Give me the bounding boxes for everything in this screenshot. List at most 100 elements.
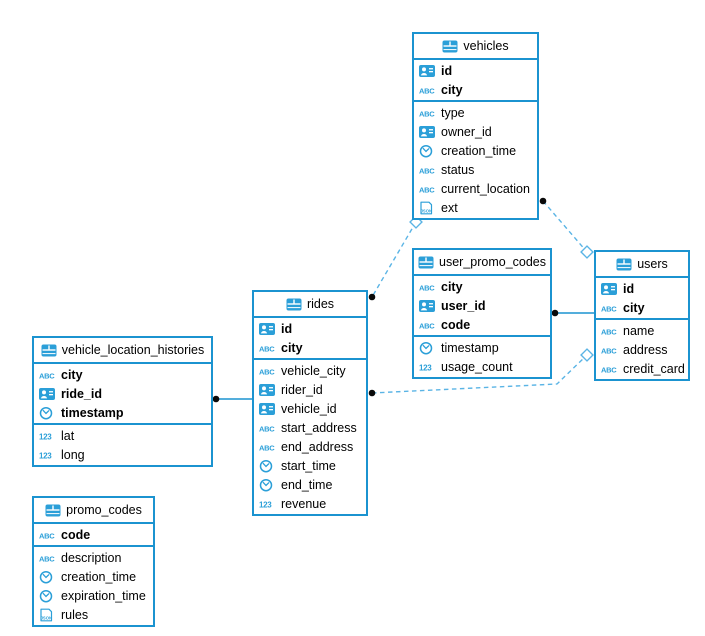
field-row[interactable]: id	[596, 279, 688, 298]
relationship-line-rides-to-vehicles[interactable]	[371, 221, 417, 298]
field-name: start_time	[281, 458, 336, 473]
clock-icon	[39, 570, 58, 584]
svg-text:JSON: JSON	[421, 208, 432, 213]
table-header[interactable]: rides	[254, 292, 366, 318]
table-header[interactable]: user_promo_codes	[414, 250, 550, 276]
relationship-dot-marker	[551, 309, 559, 317]
text-abc-icon: ABC	[259, 343, 278, 353]
field-row[interactable]: id	[254, 319, 366, 338]
field-name: city	[441, 279, 463, 294]
field-row[interactable]: timestamp	[414, 338, 550, 357]
json-document-icon: JSON	[419, 201, 438, 215]
field-name: id	[441, 63, 453, 78]
field-name: id	[281, 321, 293, 336]
field-row[interactable]: ABC city	[34, 365, 211, 384]
text-abc-icon: ABC	[601, 326, 620, 336]
field-name: creation_time	[61, 569, 137, 584]
field-name: user_id	[441, 298, 486, 313]
field-row[interactable]: creation_time	[34, 567, 153, 586]
svg-text:ABC: ABC	[419, 109, 435, 118]
table-name: vehicle_location_histories	[61, 343, 205, 357]
id-badge-icon	[259, 383, 278, 396]
field-name: city	[61, 367, 83, 382]
field-row[interactable]: start_time	[254, 456, 366, 475]
field-row[interactable]: creation_time	[414, 141, 537, 160]
table-grid-icon	[45, 504, 61, 517]
table-header[interactable]: vehicles	[414, 34, 537, 60]
text-abc-icon: ABC	[601, 364, 620, 374]
field-name: ride_id	[61, 386, 102, 401]
field-row[interactable]: vehicle_id	[254, 399, 366, 418]
relationship-diamond-marker	[580, 348, 594, 362]
field-row[interactable]: timestamp	[34, 403, 211, 422]
svg-text:ABC: ABC	[259, 344, 275, 353]
field-row[interactable]: rider_id	[254, 380, 366, 399]
field-name: owner_id	[441, 124, 492, 139]
clock-icon	[259, 459, 278, 473]
relationship-dot-marker	[212, 395, 220, 403]
relationship-line-vehicles-to-users[interactable]	[542, 200, 588, 253]
field-row[interactable]: user_id	[414, 296, 550, 315]
field-name: timestamp	[61, 405, 124, 420]
field-row[interactable]: ride_id	[34, 384, 211, 403]
table-header[interactable]: promo_codes	[34, 498, 153, 524]
svg-text:123: 123	[39, 451, 52, 460]
clock-icon	[39, 589, 58, 603]
field-name: vehicle_id	[281, 401, 337, 416]
table-name: users	[637, 257, 668, 271]
relationship-line-rides-to-users[interactable]	[371, 354, 588, 394]
table-header[interactable]: users	[596, 252, 688, 278]
field-row[interactable]: owner_id	[414, 122, 537, 141]
svg-text:ABC: ABC	[259, 424, 275, 433]
svg-text:ABC: ABC	[39, 371, 55, 380]
field-row[interactable]: id	[414, 61, 537, 80]
text-abc-icon: ABC	[419, 320, 438, 330]
svg-text:ABC: ABC	[39, 531, 55, 540]
field-row[interactable]: end_time	[254, 475, 366, 494]
svg-text:ABC: ABC	[419, 321, 435, 330]
table-header[interactable]: vehicle_location_histories	[34, 338, 211, 364]
field-row[interactable]: expiration_time	[34, 586, 153, 605]
clock-icon	[419, 341, 438, 355]
table-grid-icon	[418, 256, 434, 269]
svg-text:ABC: ABC	[601, 365, 617, 374]
